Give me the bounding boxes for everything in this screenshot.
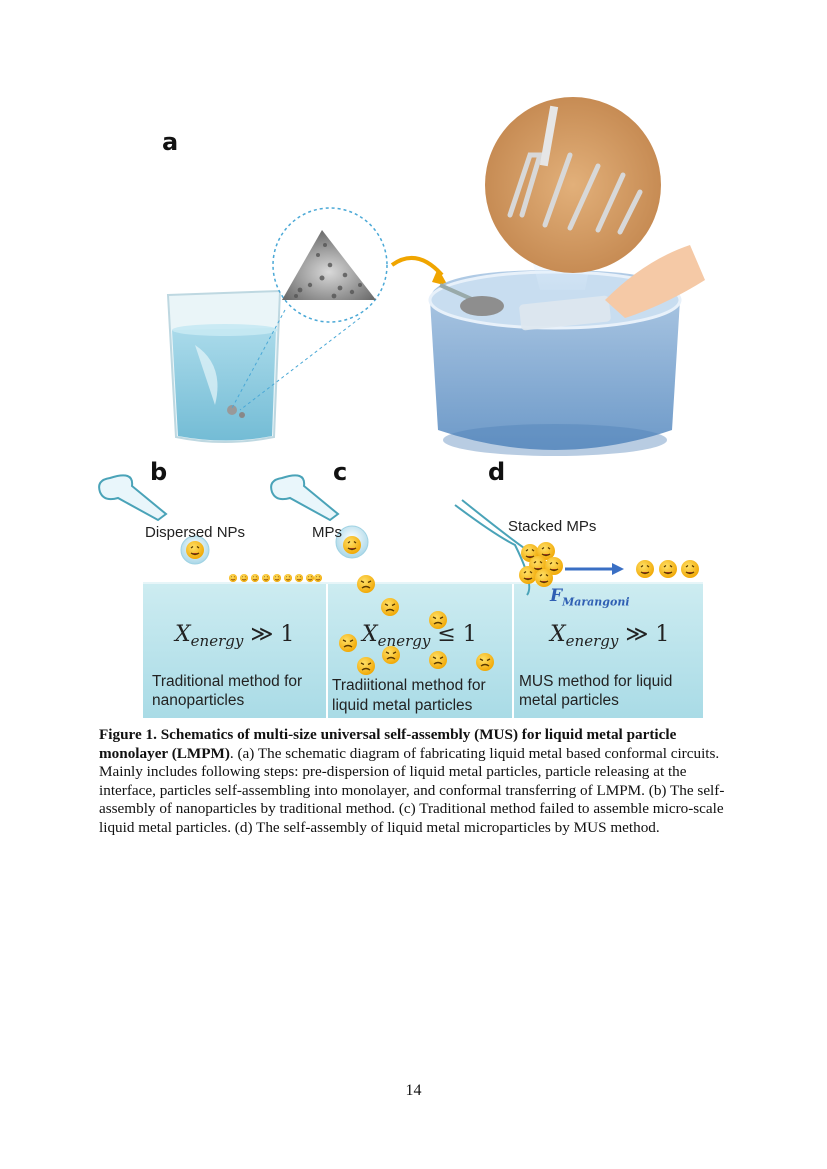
- panel-c-description: Tradiitional method for liquid metal par…: [332, 677, 486, 714]
- panel-c-water: [327, 583, 513, 718]
- panel-c-top-label: MPs: [312, 524, 342, 541]
- particle-zoom-circle: [231, 207, 388, 411]
- process-arrow: [390, 255, 444, 277]
- caption-body: . (a) The schematic diagram of fabricati…: [99, 744, 725, 836]
- panel-c-equation: Xenergy ≤ 1: [362, 622, 477, 650]
- dropper-icon: [270, 474, 339, 521]
- caption-title: Figure 1. Schematics of multi-size unive…: [99, 726, 677, 762]
- basin-illustration: [428, 245, 705, 456]
- page-number: 14: [405, 1082, 422, 1099]
- panel-b-equation: Xenergy ≫ 1: [175, 622, 295, 650]
- stacked-microparticles: [518, 541, 564, 588]
- panel-label-d: d: [488, 458, 506, 486]
- nanoparticle-monolayer: [228, 573, 323, 583]
- panel-b-water: [143, 583, 327, 718]
- figure-1: a b c d Dispersed NPs Xenergy ≫ 1 Tradit…: [98, 97, 705, 718]
- assembled-microparticles: [635, 559, 700, 579]
- panel-label-a: a: [162, 128, 179, 156]
- panel-d-top-label: Stacked MPs: [508, 518, 597, 535]
- marangoni-force-label: FMarangoni: [550, 586, 630, 609]
- panel-label-b: b: [150, 458, 168, 486]
- panel-b-top-label: Dispersed NPs: [145, 524, 246, 541]
- circuit-zoom-circle: [485, 97, 661, 273]
- panel-d-equation: Xenergy ≫ 1: [550, 622, 670, 650]
- panel-d-description: MUS method for liquid metal particles: [519, 673, 673, 709]
- nanoparticle-icon: [185, 540, 205, 560]
- panel-b-description: Traditional method for nanoparticles: [152, 673, 303, 709]
- stacked-dropper-line: [454, 504, 531, 596]
- panel-label-c: c: [333, 458, 348, 486]
- beaker-illustration: [166, 289, 282, 443]
- figure-graphic: [98, 97, 705, 718]
- panel-d-water: [513, 583, 703, 718]
- figure-caption: Figure 1. Schematics of multi-size unive…: [99, 726, 739, 838]
- microparticle-icon: [342, 535, 362, 555]
- process-arrow-head: [432, 268, 448, 286]
